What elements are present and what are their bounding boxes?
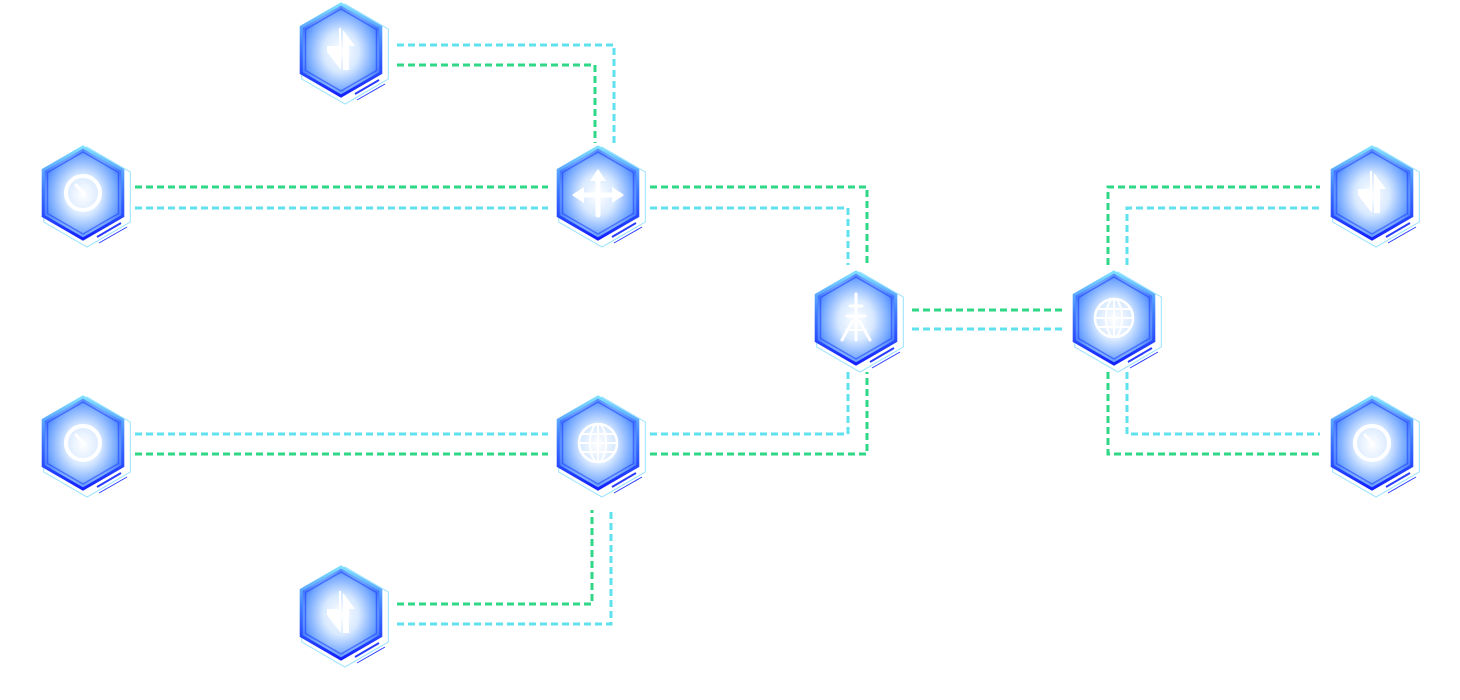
hex-inner-rim [304, 8, 378, 92]
node-right-globe[interactable] [1072, 270, 1162, 373]
hex-accent-line [869, 347, 895, 363]
hex-accent-line [1387, 226, 1417, 244]
hex-inner-rim [561, 401, 635, 485]
link-right-globe-to-right-top-updown-green [1106, 185, 1320, 265]
node-tl-updown[interactable] [299, 2, 389, 105]
node-left-bottom-timer[interactable] [41, 395, 131, 498]
hex-accent-line [354, 642, 380, 658]
hex-inner-rim [1335, 401, 1409, 485]
hex-accent-line [611, 472, 637, 488]
hex-accent-line [98, 226, 128, 244]
hex-inner-rim [304, 571, 378, 655]
link-hub-globe-to-center-tower-green [650, 372, 869, 456]
hex-accent-line [354, 79, 380, 95]
globe-icon [577, 422, 619, 464]
link-hub-move-to-center-tower-cyan [650, 206, 850, 265]
hex-accent-line [1127, 347, 1153, 363]
transfer-updown-icon [1358, 171, 1386, 213]
transfer-updown-icon [327, 28, 355, 70]
hex-accent-line [1129, 351, 1159, 369]
node-left-top-timer[interactable] [41, 145, 131, 248]
node-right-bottom-timer[interactable] [1330, 395, 1420, 498]
hex-accent-line [1387, 476, 1417, 494]
node-bl-updown[interactable] [299, 565, 389, 668]
globe-icon [1093, 297, 1135, 339]
hex-accent-line [1385, 472, 1411, 488]
link-hub-move-to-center-tower-green [650, 185, 869, 265]
hex-inner-rim [819, 276, 893, 360]
link-tl-updown-to-hub-move-green [397, 63, 597, 143]
hex-accent-line [613, 476, 643, 494]
hex-inner-rim [1077, 276, 1151, 360]
hex-accent-line [1385, 222, 1411, 238]
hex-accent-line [98, 476, 128, 494]
node-right-top-updown[interactable] [1330, 145, 1420, 248]
link-bl-updown-to-hub-globe-cyan [397, 510, 613, 626]
timer-icon [1353, 424, 1391, 462]
hex-inner-rim [561, 151, 635, 235]
link-hub-globe-to-center-tower-cyan [650, 372, 850, 436]
link-right-globe-to-right-bottom-timer-cyan [1125, 372, 1320, 436]
timer-icon [64, 424, 102, 462]
radio-tower-icon [840, 292, 872, 342]
node-center-tower[interactable] [814, 270, 904, 373]
node-hub-move[interactable] [556, 145, 646, 248]
link-tl-updown-to-hub-move-cyan [397, 43, 616, 143]
link-right-globe-to-right-top-updown-cyan [1125, 206, 1320, 265]
link-bl-updown-to-hub-globe-green [397, 510, 594, 606]
hex-accent-line [356, 646, 386, 664]
hex-inner-rim [1335, 151, 1409, 235]
hex-accent-line [96, 472, 122, 488]
hex-accent-line [356, 83, 386, 101]
hex-accent-line [611, 222, 637, 238]
transfer-updown-icon [327, 591, 355, 633]
hex-inner-rim [46, 151, 120, 235]
hex-inner-rim [46, 401, 120, 485]
node-hub-globe[interactable] [556, 395, 646, 498]
move-arrows-icon [572, 169, 624, 218]
device-nodes [41, 2, 1420, 668]
hex-accent-line [96, 222, 122, 238]
connection-links [135, 43, 1320, 626]
hex-accent-line [613, 226, 643, 244]
timer-icon [64, 174, 102, 212]
link-right-globe-to-right-bottom-timer-green [1106, 372, 1320, 456]
hex-accent-line [871, 351, 901, 369]
